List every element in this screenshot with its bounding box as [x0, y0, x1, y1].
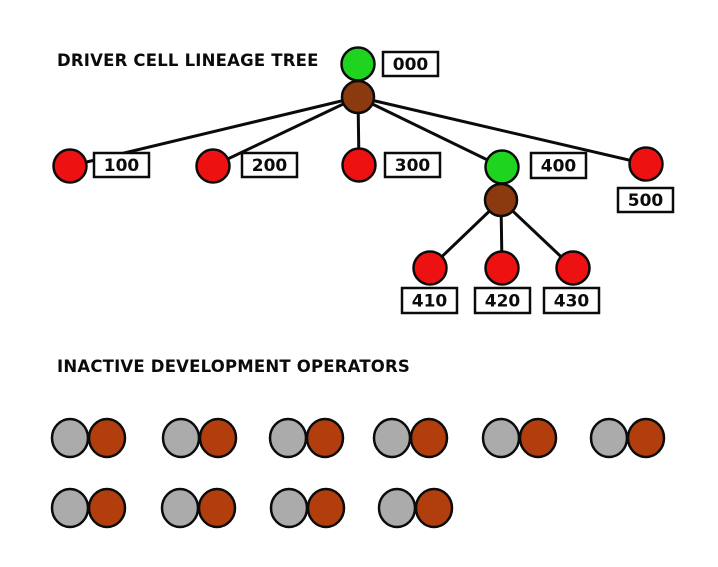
node-label-000: 000	[393, 55, 429, 75]
driver-cell-000	[340, 46, 376, 82]
inactive-operator-pair-r1-4-brown	[409, 417, 449, 459]
node-label-box-400	[529, 151, 588, 180]
node-label-430: 430	[554, 292, 590, 312]
inactive-operator-pair-r2-2-brown	[197, 487, 237, 529]
node-label-box-420	[473, 286, 532, 315]
node-label-400: 400	[541, 157, 577, 177]
inactive-operator-pair-r1-1-brown	[87, 417, 127, 459]
node-label-200: 200	[252, 156, 288, 176]
driver-cell-300	[341, 147, 377, 183]
inactive-operator-pair-r2-1-brown	[87, 487, 127, 529]
node-label-box-300	[383, 151, 442, 179]
driver-cell-410	[412, 250, 448, 286]
inactive-operator-pair-r1-1-gray	[50, 417, 90, 459]
driver-cell-420	[484, 250, 520, 286]
inactive-operator-pair-r1-2-brown	[198, 417, 238, 459]
node-label-box-100	[92, 151, 151, 179]
inactive-operator-pair-r1-5-brown	[518, 417, 558, 459]
inactive-operator-pair-r2-4-brown	[414, 487, 454, 529]
node-label-box-200	[240, 151, 299, 179]
node-label-box-410	[400, 286, 459, 315]
inactive-operator-pair-r1-4-gray	[372, 417, 412, 459]
development-operator-400	[483, 182, 519, 218]
driver-cell-430	[555, 250, 591, 286]
node-label-500: 500	[628, 191, 664, 211]
node-label-box-000	[381, 50, 440, 78]
node-label-410: 410	[412, 292, 448, 312]
driver-cell-100	[52, 148, 88, 184]
node-label-100: 100	[104, 156, 140, 176]
lineage-edge-000-200	[212, 95, 359, 168]
inactive-operator-pair-r2-2-gray	[160, 487, 200, 529]
driver-cell-400	[484, 149, 520, 185]
inactive-operator-pair-r1-6-brown	[626, 417, 666, 459]
inactive-operator-pair-r2-3-gray	[269, 487, 309, 529]
inactive-operator-pair-r1-3-brown	[305, 417, 345, 459]
node-label-300: 300	[395, 156, 431, 176]
lineage-edge-000-500	[357, 95, 647, 166]
node-label-box-500	[616, 186, 675, 214]
lineage-edge-000-400	[357, 95, 503, 169]
inactive-operator-pair-r2-4-gray	[377, 487, 417, 529]
inactive-operators-title: INACTIVE DEVELOPMENT OPERATORS	[57, 357, 411, 376]
driver-cell-500	[628, 146, 664, 182]
development-operator-000	[340, 79, 376, 115]
inactive-operator-pair-r1-3-gray	[268, 417, 308, 459]
driver-cell-200	[195, 148, 231, 184]
node-label-420: 420	[485, 292, 521, 312]
node-label-box-430	[542, 286, 601, 315]
inactive-operator-pair-r1-5-gray	[481, 417, 521, 459]
inactive-operator-pair-r2-1-gray	[50, 487, 90, 529]
inactive-operator-pair-r1-6-gray	[589, 417, 629, 459]
lineage-tree-title: DRIVER CELL LINEAGE TREE	[57, 51, 319, 70]
inactive-operator-pair-r1-2-gray	[161, 417, 201, 459]
inactive-operator-pair-r2-3-brown	[306, 487, 346, 529]
